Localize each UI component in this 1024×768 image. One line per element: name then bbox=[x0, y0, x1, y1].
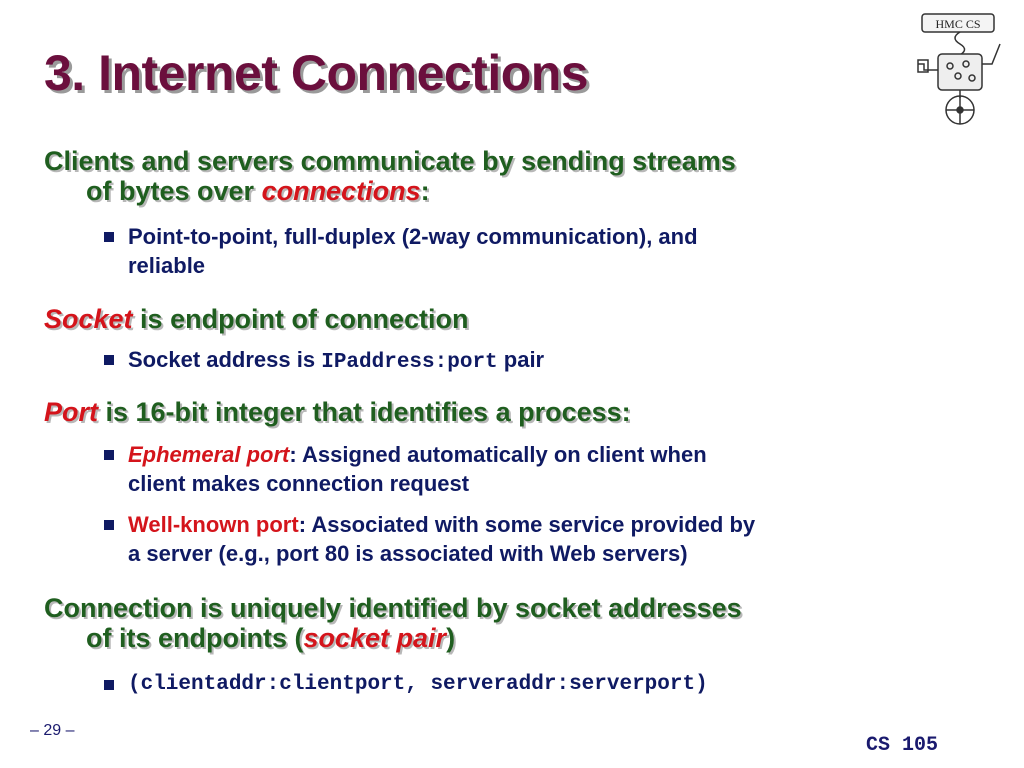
socket-pair-code: (clientaddr:clientport, serveraddr:serve… bbox=[128, 673, 708, 696]
page-number: – 29 – bbox=[30, 722, 75, 739]
sub1-line2: reliable bbox=[128, 253, 206, 278]
term-connections: connections bbox=[261, 176, 421, 206]
square-bullet-icon bbox=[104, 232, 114, 242]
sub-bullet-socket-address: Socket address is IPaddress:port pair bbox=[104, 345, 544, 377]
socket-address-text: Socket address is bbox=[128, 347, 322, 372]
item2-text: is endpoint of connection bbox=[132, 304, 469, 334]
sub-bullet-ephemeral-port: Ephemeral port: Assigned automatically o… bbox=[104, 440, 707, 498]
item4-close-paren: ) bbox=[446, 623, 456, 653]
bullet-connections: Clients and servers communicate by sendi… bbox=[44, 146, 736, 206]
socket-address-pair: pair bbox=[497, 347, 545, 372]
item1-line2-text: of bytes over bbox=[86, 176, 262, 206]
bullet-port: Port is 16-bit integer that identifies a… bbox=[44, 397, 631, 427]
item4-line2: of its endpoints (socket pair) bbox=[44, 623, 742, 653]
course-label: CS 105 bbox=[866, 734, 939, 757]
item1-line2: of bytes over connections: bbox=[44, 176, 736, 206]
term-socket-pair: socket pair bbox=[303, 623, 447, 653]
item4-line2-text: of its endpoints ( bbox=[86, 623, 304, 653]
hmc-cs-logo: HMC CS bbox=[917, 13, 1001, 125]
well-known-text: : Associated with some service provided … bbox=[298, 512, 756, 537]
well-known-line1: Well-known port: Associated with some se… bbox=[104, 510, 755, 539]
bullet-socket-pair: Connection is uniquely identified by soc… bbox=[44, 593, 742, 653]
term-ephemeral-port: Ephemeral port bbox=[128, 442, 290, 467]
well-known-line2: a server (e.g., port 80 is associated wi… bbox=[128, 541, 688, 566]
sub-bullet-well-known-port: Well-known port: Associated with some se… bbox=[104, 510, 755, 568]
logo-text: HMC CS bbox=[935, 17, 980, 31]
slide-title: 3. Internet Connections bbox=[44, 45, 589, 101]
ephemeral-line2: client makes connection request bbox=[128, 471, 470, 496]
ephemeral-line1: Ephemeral port: Assigned automatically o… bbox=[104, 440, 707, 469]
ephemeral-text: : Assigned automatically on client when bbox=[289, 442, 707, 467]
square-bullet-icon bbox=[104, 450, 114, 460]
item4-line1: Connection is uniquely identified by soc… bbox=[44, 593, 742, 623]
term-socket: Socket bbox=[44, 304, 133, 334]
sub-bullet-point-to-point: Point-to-point, full-duplex (2-way commu… bbox=[104, 222, 698, 280]
square-bullet-icon bbox=[104, 680, 114, 690]
square-bullet-icon bbox=[104, 355, 114, 365]
term-well-known-port: Well-known port bbox=[128, 512, 299, 537]
item1-line1: Clients and servers communicate by sendi… bbox=[44, 146, 736, 176]
item1-colon: : bbox=[420, 176, 430, 206]
sub-bullet-socket-pair-format: (clientaddr:clientport, serveraddr:serve… bbox=[104, 670, 708, 699]
socket-address-line: Socket address is IPaddress:port pair bbox=[104, 345, 544, 377]
bullet-socket: Socket is endpoint of connection bbox=[44, 304, 469, 334]
item3-text: is 16-bit integer that identifies a proc… bbox=[98, 397, 631, 427]
term-port: Port bbox=[44, 397, 98, 427]
square-bullet-icon bbox=[104, 520, 114, 530]
sub1-line1: Point-to-point, full-duplex (2-way commu… bbox=[128, 224, 698, 249]
socket-address-code: IPaddress:port bbox=[321, 351, 498, 374]
